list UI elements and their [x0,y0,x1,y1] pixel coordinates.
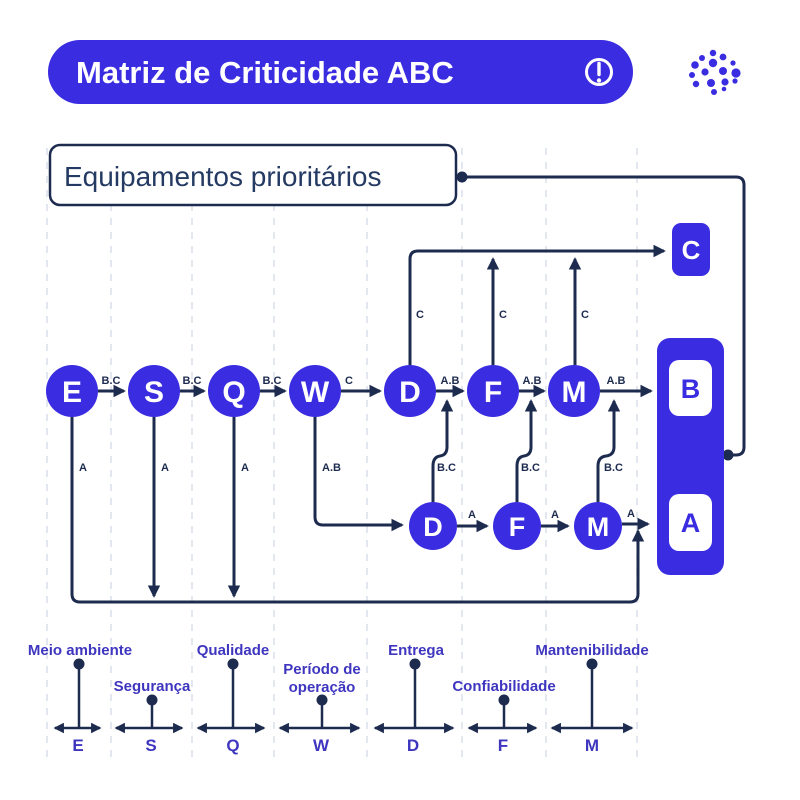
edge-label: A [161,462,169,474]
legend-letter: D [407,736,419,755]
legend-criterion-label: Entrega [388,642,445,659]
legend-dot [586,658,598,670]
svg-text:C: C [682,235,701,265]
edge-label: A [468,509,476,521]
class-box-c: C [672,223,710,276]
edge-label: B.C [263,375,282,387]
svg-text:W: W [301,376,330,409]
edge-label: C [416,309,424,321]
edge-f2-up [515,399,538,502]
bottom-row-nodes: D F M [409,502,622,550]
edge-label: A [551,509,559,521]
legend-dot [146,694,158,706]
legend-criterion-label: Mantenibilidade [535,642,648,659]
edge-w-down-to-d2 [313,417,404,532]
legend-letter: S [145,736,156,755]
top-row-nodes: E S Q W D F M [46,365,600,417]
svg-text:E: E [62,376,82,409]
legend-axis: Meio ambiente Segurança Qualidade Períod… [28,642,649,755]
priority-connector-wire [456,171,746,461]
flow-edges [70,244,666,604]
edge-label: C [581,309,589,321]
legend-dot [498,694,510,706]
svg-text:D: D [399,376,421,409]
priority-box-label: Equipamentos prioritários [64,161,382,192]
legend-letter: F [498,736,508,755]
svg-text:S: S [144,376,164,409]
node-s: S [128,365,180,417]
svg-text:D: D [423,512,443,542]
legend-letter: E [72,736,83,755]
node-e: E [46,365,98,417]
legend-criterion-label: Segurança [114,678,191,695]
edge-d2-up [431,399,454,502]
legend-criterion-label: Período de [283,661,361,678]
page-title: Matriz de Criticidade ABC [76,55,454,90]
edge-label: B.C [183,375,202,387]
node-d: D [384,365,436,417]
edge-label: A.B [322,462,341,474]
svg-text:A: A [681,508,701,538]
legend-letter: M [585,736,599,755]
wire-endpoint-dot [456,171,468,183]
svg-text:F: F [484,376,502,409]
edge-labels: B.C B.C B.C C A.B A.B A.B C C C A A A A.… [79,309,635,521]
svg-text:M: M [562,376,587,409]
legend-criterion-label: Qualidade [197,642,270,659]
edge-label: B.C [437,462,456,474]
legend-criterion-label: operação [289,679,356,696]
node-m2: M [574,502,622,550]
legend-letter: W [313,736,330,755]
node-f2: F [493,502,541,550]
class-container-ba: B A [657,338,724,575]
wire-endpoint-dot [722,449,734,461]
edge-d-up-to-c [408,244,666,365]
edge-label: B.C [102,375,121,387]
legend-criterion-label: Confiabilidade [452,678,555,695]
node-w: W [289,365,341,417]
dotted-ring-icon [689,49,741,95]
title-pill [48,40,633,104]
legend-stems [77,668,594,728]
edge-label: A.B [607,375,626,387]
edge-label: C [499,309,507,321]
legend-letter: Q [226,736,239,755]
legend-dot [227,658,239,670]
edge-label: A.B [441,375,460,387]
svg-text:F: F [509,512,526,542]
edge-label: A [79,462,87,474]
svg-text:B: B [681,374,701,404]
edge-m2-up [596,399,621,502]
legend-criterion-label: Meio ambiente [28,642,132,659]
edge-label: B.C [521,462,540,474]
node-m: M [548,365,600,417]
exclamation-circle-icon [585,58,613,86]
edge-label: A.B [523,375,542,387]
node-f: F [467,365,519,417]
class-box-b: B [669,360,712,416]
priority-box: Equipamentos prioritários [48,143,458,207]
edge-e-down-to-a [70,417,645,604]
title-bar: Matriz de Criticidade ABC [48,40,633,104]
edge-label: B.C [604,462,623,474]
legend-dot [409,658,421,670]
svg-text:Q: Q [222,376,245,409]
class-box-a: A [669,494,712,551]
legend-dot [73,658,85,670]
edge-label: A [627,508,635,520]
node-d2: D [409,502,457,550]
edge-label: A [241,462,249,474]
legend-dot [316,694,328,706]
edge-label: C [345,375,353,387]
node-q: Q [208,365,260,417]
svg-text:M: M [587,512,610,542]
